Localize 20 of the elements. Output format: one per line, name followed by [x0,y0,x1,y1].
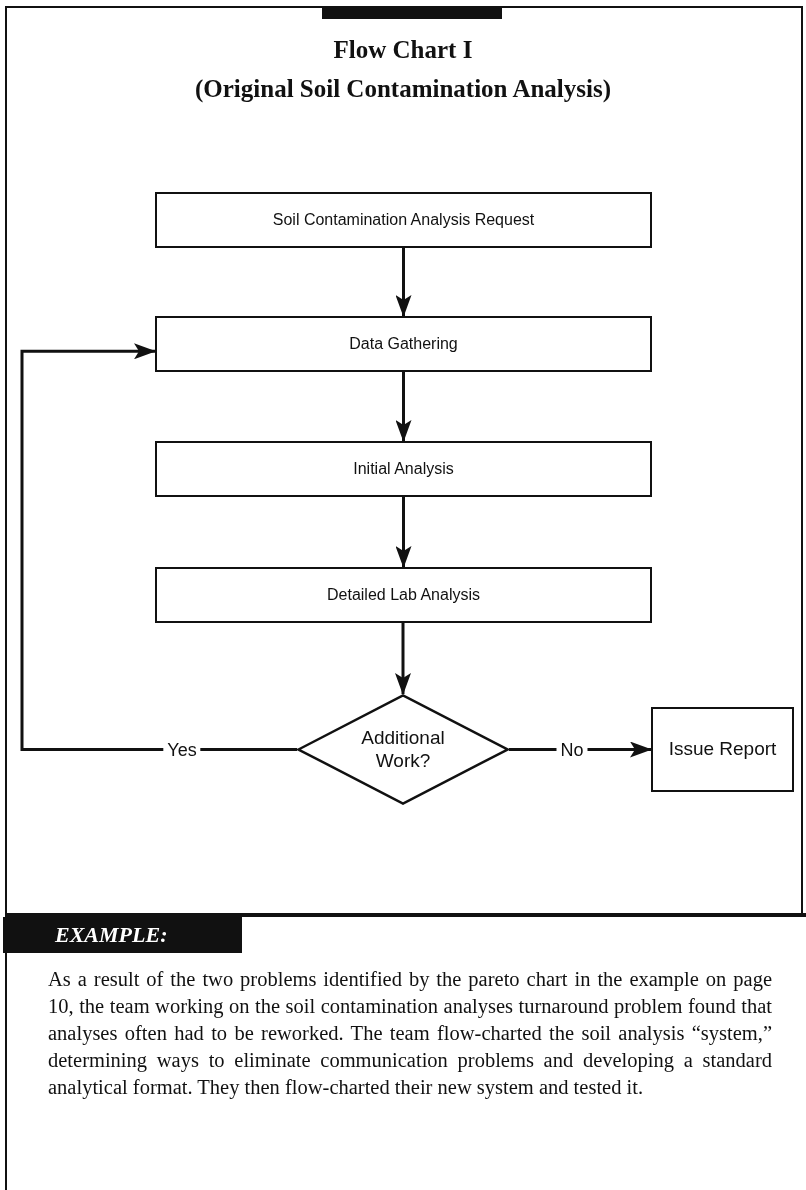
node-label: Data Gathering [349,334,458,354]
arrow [395,497,412,568]
process-box [155,192,652,248]
node-label: Initial Analysis [353,459,454,479]
arrow [395,372,412,442]
node-label: Soil Contamination Analysis Request [272,210,535,230]
process-box [155,567,652,623]
arrow [20,343,297,751]
node-label: Issue Report [668,738,777,761]
diagram-title: Flow Chart I [332,35,474,65]
node-label: Detailed Lab Analysis [327,585,480,605]
process-box [651,707,794,792]
diagram-subtitle: (Original Soil Contamination Analysis) [193,74,612,105]
arrow [395,623,411,695]
process-box [155,441,652,497]
arrow [395,248,412,317]
section-heading: EXAMPLE: [3,917,242,953]
process-box [155,316,652,372]
node-label: Additional Work? [360,726,446,773]
body-paragraph: As a result of the two problems identified by the pareto chart in the example on page 10, the team working on the soil contamination analyses turnaround problem found that analyses often had to be reworked. The team flow-charted the soil analysis “system,” determining ways to eliminate communication problems and developing a standard analytical format. They then flow-charted their new system and tested it. [48,967,772,1101]
